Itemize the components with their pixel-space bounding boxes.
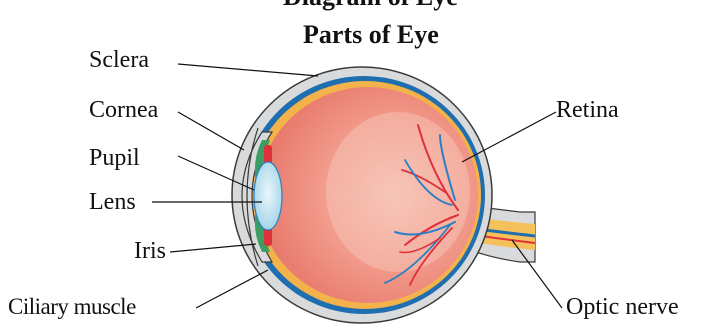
label-retina: Retina — [556, 98, 619, 122]
label-iris: Iris — [134, 239, 166, 263]
label-lens: Lens — [89, 190, 136, 214]
vitreous-highlight — [326, 112, 470, 272]
label-optic-nerve: Optic nerve — [566, 295, 679, 319]
cornea-leader — [178, 112, 244, 150]
optic-nerve-leader — [512, 240, 562, 308]
lens-shape — [254, 162, 282, 230]
label-cornea: Cornea — [89, 98, 158, 122]
ciliary-muscle-leader — [196, 270, 268, 308]
sclera-leader — [178, 64, 318, 76]
label-sclera: Sclera — [89, 48, 149, 72]
label-ciliary-muscle: Ciliary muscle — [8, 295, 136, 318]
label-pupil: Pupil — [89, 146, 140, 170]
